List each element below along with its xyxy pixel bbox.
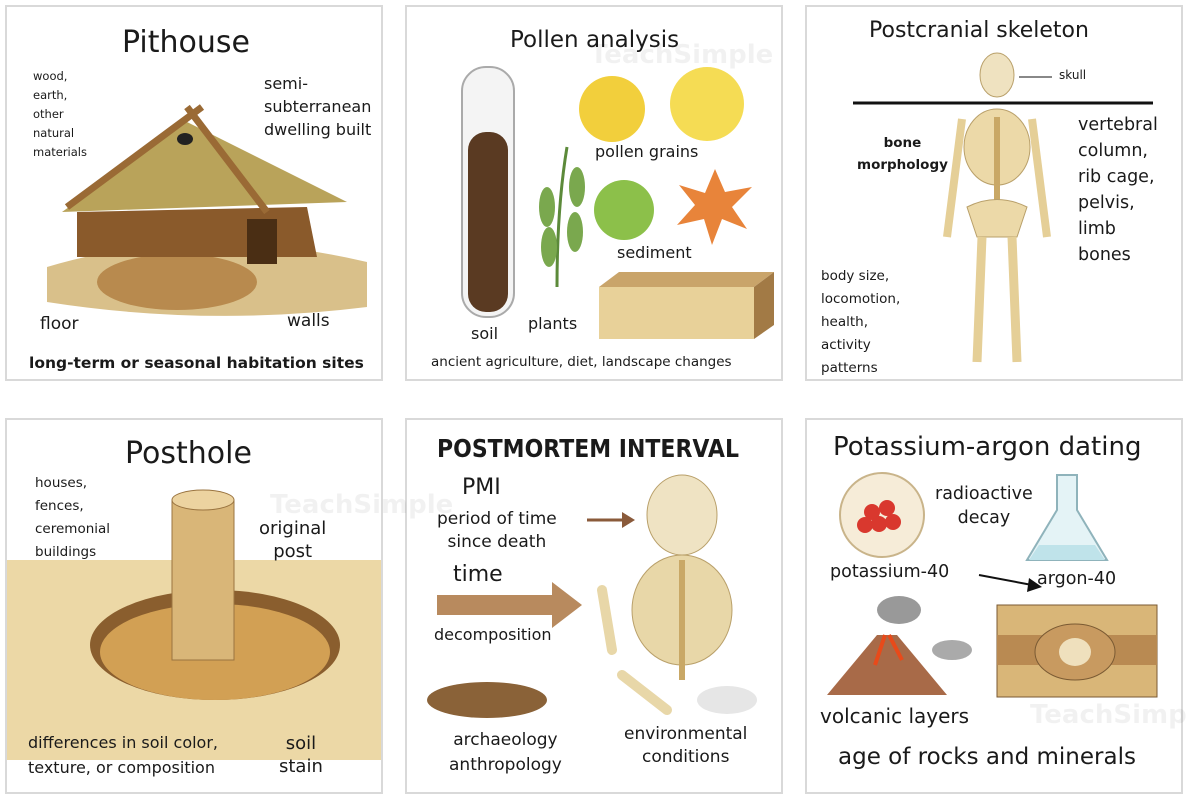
- parts-label: vertebral column, rib cage, pelvis, limb bone…: [1078, 112, 1158, 268]
- t: bones: [1078, 245, 1131, 265]
- t: original: [259, 518, 327, 539]
- t: archaeology: [453, 730, 558, 750]
- t: morphology: [857, 157, 948, 173]
- t: radioactive: [935, 484, 1033, 504]
- time-label: time: [453, 562, 503, 587]
- bone-morphology-label: bone morphology: [857, 132, 948, 176]
- t: stain: [279, 756, 323, 777]
- t: subterranean: [264, 97, 372, 116]
- title: Pithouse: [122, 25, 250, 60]
- t: fences,: [35, 498, 84, 514]
- panel-posthole: Posthole houses, fences, ceremonial buildin…: [5, 418, 383, 794]
- pmi-label: PMI: [462, 475, 501, 500]
- watermark: TeachSimple: [270, 490, 454, 520]
- t: post: [273, 541, 313, 562]
- t: soil: [285, 733, 317, 754]
- pollen-grains-label: pollen grains: [595, 142, 699, 161]
- posthole-illustration: [7, 489, 381, 760]
- dwelling-label: semi-subterranean dwelling built: [264, 72, 371, 141]
- potassium-label: potassium-40: [830, 562, 950, 582]
- panel-pollen: Pollen analysis pollen grains sediment s…: [405, 5, 783, 381]
- pmi-illustration: [427, 474, 757, 718]
- decomposition-label: decomposition: [434, 625, 552, 644]
- t: semi-: [264, 74, 308, 93]
- definition-label: period of time since death: [437, 508, 557, 554]
- title: Posthole: [125, 436, 252, 471]
- t: since death: [447, 532, 547, 552]
- argon-label: argon-40: [1037, 569, 1117, 589]
- t: houses,: [35, 475, 88, 491]
- uses-label: houses, fences, ceremonial buildings: [35, 472, 110, 564]
- t: rib cage,: [1078, 167, 1155, 187]
- t: environmental: [624, 724, 748, 744]
- watermark: TeachSimple: [1030, 700, 1186, 730]
- t: ceremonial: [35, 521, 111, 537]
- sediment-label: sediment: [617, 243, 692, 262]
- t: bone: [883, 135, 922, 151]
- t: pelvis,: [1078, 193, 1135, 213]
- t: health,: [821, 314, 869, 330]
- title: Postcranial skeleton: [869, 18, 1089, 43]
- t: limb: [1078, 219, 1116, 239]
- t: differences in soil color,: [28, 733, 218, 752]
- t: texture, or composition: [28, 758, 215, 777]
- t: other: [33, 107, 64, 121]
- t: materials: [33, 145, 87, 159]
- uses-label: body size, locomotion, health, activity patt…: [821, 265, 901, 379]
- t: buildings: [35, 544, 97, 560]
- title: POSTMORTEM INTERVAL: [437, 434, 739, 463]
- caption: ancient agriculture, diet, landscape cha…: [431, 354, 732, 370]
- caption: age of rocks and minerals: [838, 744, 1136, 770]
- soil-label: soil: [471, 324, 499, 343]
- t: body size,: [821, 268, 890, 284]
- floor-label: floor: [40, 314, 79, 334]
- t: anthropology: [449, 755, 562, 775]
- walls-label: walls: [287, 311, 330, 331]
- t: vertebral: [1078, 115, 1158, 135]
- skull-label: skull: [1059, 68, 1087, 82]
- t: locomotion,: [821, 291, 901, 307]
- t: wood,: [33, 69, 68, 83]
- t: patterns: [821, 360, 878, 376]
- t: dwelling built: [264, 120, 372, 139]
- pollen-illustration: [461, 66, 774, 339]
- panel-postcranial: Postcranial skeleton skull bone morpholog…: [805, 5, 1183, 381]
- volcanic-label: volcanic layers: [820, 704, 970, 728]
- plants-label: plants: [528, 314, 578, 333]
- materials-label: wood, earth, other natural materials: [33, 67, 87, 162]
- panel-pithouse: Pithouse wood, earth, other natural material…: [5, 5, 383, 381]
- fields-label: archaeology anthropology: [449, 728, 562, 778]
- watermark: TeachSimple: [590, 40, 774, 70]
- t: natural: [33, 126, 75, 140]
- t: conditions: [641, 747, 730, 767]
- pithouse-illustration: [47, 104, 367, 316]
- caption: long-term or seasonal habitation sites: [29, 354, 364, 372]
- differences-label: differences in soil color, texture, or co…: [28, 730, 218, 780]
- t: period of time: [437, 509, 557, 529]
- title: Potassium-argon dating: [833, 432, 1142, 462]
- decay-label: radioactive decay: [935, 482, 1033, 530]
- t: decay: [957, 508, 1011, 528]
- t: earth,: [33, 88, 68, 102]
- t: activity: [821, 337, 871, 353]
- title: Pollen analysis: [510, 27, 680, 53]
- t: column,: [1078, 141, 1148, 161]
- panel-pmi: POSTMORTEM INTERVAL PMI period of time si…: [405, 418, 783, 794]
- skeleton-illustration: [853, 52, 1153, 363]
- environmental-label: environmental conditions: [624, 723, 747, 769]
- kar-illustration: [827, 472, 1158, 698]
